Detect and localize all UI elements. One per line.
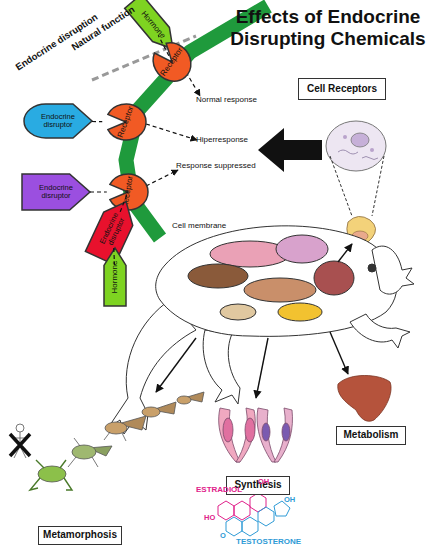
gonad-symbols-part <box>236 408 255 462</box>
connector <box>158 35 169 56</box>
text-label: TESTOSTERONE <box>236 538 301 547</box>
text-label: Response suppressed <box>176 162 256 171</box>
frog-illustration-part <box>314 261 354 295</box>
steroid-molecules-part <box>242 517 258 536</box>
effect-arrows-part <box>156 338 196 392</box>
gonad-symbols-part <box>274 408 292 462</box>
gonad-symbols-part <box>257 408 276 462</box>
label-box: Cell Receptors <box>298 78 386 100</box>
node-text: Metamorphosis <box>43 530 117 541</box>
cell-symbol-part <box>338 150 358 154</box>
text-label: O <box>220 532 226 540</box>
connector <box>113 248 115 265</box>
frog-illustration-part <box>203 330 240 404</box>
text-label: ESTRADIOL <box>196 486 242 495</box>
shape-fill <box>147 37 199 89</box>
gonad-symbols-part <box>219 408 240 462</box>
text-label: OH <box>284 496 295 504</box>
effect-arrows <box>156 244 352 398</box>
gonad-symbols-part <box>262 423 270 441</box>
node-text: Metabolism <box>343 430 398 441</box>
effect-arrows-part <box>330 332 348 374</box>
shape-fill <box>108 104 146 140</box>
metamorphosis-sequence-part <box>177 396 191 404</box>
cell-symbol-part <box>351 133 369 147</box>
big-arrow-part <box>258 128 322 172</box>
steroid-molecules-part <box>226 517 242 536</box>
text-label: Hiperresponse <box>196 136 248 145</box>
label-box: Metamorphosis <box>38 526 122 545</box>
metamorphosis-sequence-part <box>16 424 24 432</box>
shape-fill <box>110 174 148 210</box>
response-arrows-part <box>146 170 178 186</box>
connector <box>92 121 102 122</box>
node-text: Endocrine disruptor <box>35 113 81 129</box>
cell-symbol-part <box>326 121 386 171</box>
cell-symbol <box>326 121 386 216</box>
shape-fill <box>104 248 126 306</box>
steroid-molecules-part <box>218 501 234 520</box>
signal-shape: Endocrine disruptor <box>24 104 92 138</box>
frog-illustration <box>108 226 414 434</box>
node-text: Cell Receptors <box>307 84 377 95</box>
metamorphosis-sequence-part <box>104 432 126 441</box>
steroid-molecules-part <box>250 493 266 512</box>
shape-fill <box>24 104 92 138</box>
connector <box>90 191 107 192</box>
steroid-molecules-part <box>234 501 250 520</box>
steroid-molecules <box>218 488 290 536</box>
signal-shape: Endocrine disruptor <box>22 174 90 210</box>
steroid-molecules-part <box>258 507 274 526</box>
effect-arrows-part <box>256 338 268 398</box>
label-box: Metabolism <box>336 426 406 445</box>
shape-fill <box>22 174 90 210</box>
metamorphosis-sequence <box>10 392 204 490</box>
metamorphosis-sequence-part <box>10 434 30 456</box>
cell-symbol-part <box>330 156 352 216</box>
node-text: Endocrine disruptor <box>33 184 79 200</box>
frog-illustration-part <box>276 235 328 263</box>
frog-illustration-part <box>220 304 256 320</box>
frog-illustration-part <box>350 314 410 348</box>
node-text: Hormone <box>111 261 119 294</box>
metamorphosis-sequence-part <box>68 438 98 467</box>
frog-illustration-part <box>278 303 322 321</box>
frog-illustration-part <box>372 246 414 294</box>
big-arrow <box>258 128 322 172</box>
metamorphosis-sequence-part <box>105 422 127 434</box>
effect-arrows-part <box>338 244 352 262</box>
frog-illustration-part <box>368 264 376 272</box>
cell-symbol-part <box>372 156 384 216</box>
response-arrows-part <box>146 124 197 140</box>
cell-symbol-part <box>370 148 374 152</box>
frog-illustration-part <box>244 278 316 302</box>
diagram-title: Effects of Endocrine Disrupting Chemical… <box>228 6 428 50</box>
receptor-shape: Receptor <box>102 97 150 147</box>
metamorphosis-sequence-part <box>142 407 160 417</box>
text-label: Cell membrane <box>172 222 226 231</box>
text-label: OH <box>258 478 269 486</box>
metamorphosis-sequence-part <box>30 460 72 490</box>
response-arrows-part <box>186 72 200 96</box>
gonad-symbols <box>219 408 293 462</box>
cell-symbol-part <box>362 157 378 160</box>
gonad-symbols-part <box>282 423 290 441</box>
cell-symbol-part <box>343 135 347 139</box>
liver-symbol <box>338 376 391 422</box>
text-label: HO <box>204 514 215 522</box>
gonad-symbols-part <box>245 418 255 442</box>
signal-shape: Hormone <box>104 248 126 306</box>
frog-illustration-part <box>188 264 248 288</box>
liver-symbol-part <box>338 376 391 422</box>
connector <box>119 195 127 215</box>
gonad-symbols-part <box>223 418 233 442</box>
metamorphosis-sequence-part <box>38 466 66 482</box>
text-label: Normal response <box>196 96 257 105</box>
